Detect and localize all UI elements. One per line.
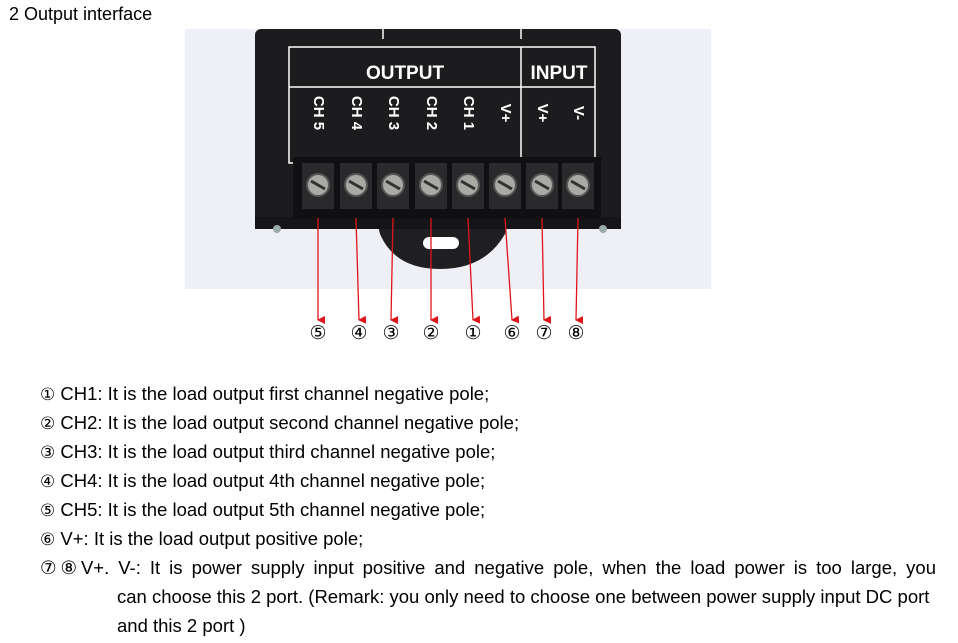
- input-label: INPUT: [531, 63, 588, 84]
- terminal-marker: ⑤: [309, 322, 327, 344]
- terminal-screw: [562, 163, 594, 209]
- description-number: ⑥: [40, 530, 56, 550]
- device-photo: OUTPUT INPUT CH 5 CH 4 CH 3 CH 2 CH 1 V+ V+ V-: [185, 29, 711, 289]
- terminal-label: V+: [497, 104, 514, 123]
- mount-slot: [423, 237, 459, 249]
- terminal-screw: [415, 163, 447, 209]
- description-number: ⑦⑧: [40, 557, 81, 578]
- description-item: ⑥ V+: It is the load output positive pol…: [40, 524, 940, 553]
- terminal-label: V+: [534, 104, 551, 123]
- description-text: CH4: It is the load output 4th channel n…: [55, 470, 486, 491]
- terminal-label: V-: [570, 106, 587, 120]
- terminal-marker: ②: [422, 322, 440, 344]
- terminal-screw: [377, 163, 409, 209]
- terminal-marker: ⑧: [567, 322, 585, 344]
- section-heading: 2 Output interface: [9, 4, 153, 24]
- description-text: CH1: It is the load output first channel…: [55, 383, 490, 404]
- description-list: ① CH1: It is the load output first chann…: [40, 379, 940, 640]
- device-illustration: OUTPUT INPUT CH 5 CH 4 CH 3 CH 2 CH 1 V+ V+ V-: [255, 29, 621, 269]
- terminal-screw: [302, 163, 334, 209]
- description-number: ⑤: [40, 501, 56, 521]
- terminal-screw: [489, 163, 521, 209]
- description-item-7-8: ⑦⑧V+. V-: It is power supply input posit…: [40, 553, 940, 640]
- description-item: ② CH2: It is the load output second chan…: [40, 408, 940, 437]
- terminal-label: CH 1: [460, 96, 477, 130]
- terminal-label: CH 2: [423, 96, 440, 130]
- terminal-label: CH 3: [385, 96, 402, 130]
- terminal-label: CH 4: [348, 96, 365, 131]
- terminal-screw: [526, 163, 558, 209]
- description-item: ① CH1: It is the load output first chann…: [40, 379, 940, 408]
- terminal-label: CH 5: [310, 96, 327, 130]
- terminal-screw: [340, 163, 372, 209]
- description-text: V+. V-: It is power supply input positiv…: [80, 557, 936, 578]
- terminal-marker: ④: [350, 322, 368, 344]
- description-number: ①: [40, 385, 56, 405]
- description-item: ④ CH4: It is the load output 4th channel…: [40, 466, 940, 495]
- output-label: OUTPUT: [366, 63, 445, 84]
- description-text: CH5: It is the load output 5th channel n…: [55, 499, 486, 520]
- description-item: ⑤ CH5: It is the load output 5th channel…: [40, 495, 940, 524]
- description-number: ④: [40, 472, 56, 492]
- description-number: ②: [40, 414, 56, 434]
- description-continuation: can choose this 2 port. (Remark: you onl…: [117, 586, 930, 636]
- description-text: V+: It is the load output positive pole;: [55, 528, 364, 549]
- terminal-marker: ⑥: [503, 322, 521, 344]
- description-number: ③: [40, 443, 56, 463]
- description-text: CH2: It is the load output second channe…: [55, 412, 520, 433]
- terminal-screw: [452, 163, 484, 209]
- terminal-marker: ①: [464, 322, 482, 344]
- description-text: CH3: It is the load output third channel…: [55, 441, 496, 462]
- terminal-marker: ③: [382, 322, 400, 344]
- terminal-marker: ⑦: [535, 322, 553, 344]
- description-item: ③ CH3: It is the load output third chann…: [40, 437, 940, 466]
